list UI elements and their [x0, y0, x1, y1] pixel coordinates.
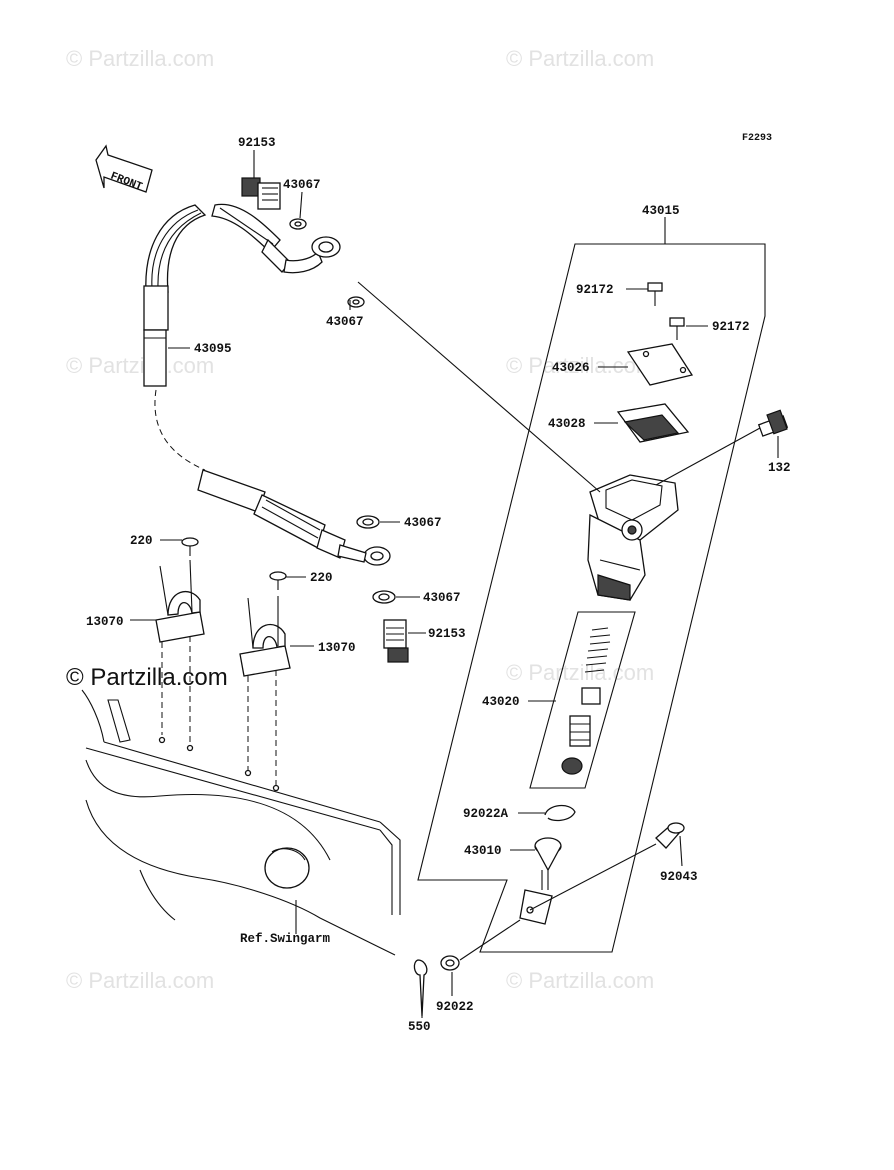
clamp-bolt-part: [269, 571, 287, 590]
watermark: © Partzilla.com: [66, 353, 215, 378]
callout-43067-d: 43067: [423, 591, 461, 605]
reference-label: Ref.Swingarm: [240, 932, 331, 946]
callout-92022: 92022: [436, 1000, 474, 1014]
callout-550: 550: [408, 1020, 431, 1034]
master-cylinder-part: [587, 474, 679, 601]
hose-clamp-part: [239, 596, 291, 677]
callout-92153-top: 92153: [238, 136, 276, 150]
snap-ring-part: [544, 804, 576, 822]
callout-43028: 43028: [548, 417, 586, 431]
watermark: © Partzilla.com: [506, 968, 655, 993]
callout-220-b: 220: [310, 571, 333, 585]
piston-kit-part: [561, 627, 611, 775]
callout-92022a: 92022A: [463, 807, 509, 821]
reservoir-cap-part: [626, 343, 694, 386]
push-rod-part: [519, 837, 562, 925]
cap-screw-part: [647, 282, 663, 306]
callout-43067-a: 43067: [283, 178, 321, 192]
banjo-bolt-part: [383, 619, 409, 663]
callout-13070-a: 13070: [86, 615, 124, 629]
watermark: © Partzilla.com: [66, 968, 215, 993]
callout-92172-b: 92172: [712, 320, 750, 334]
brake-hose-part: [143, 204, 391, 566]
callout-220-a: 220: [130, 534, 153, 548]
hose-end-fitting-part: [211, 203, 341, 274]
callout-43020: 43020: [482, 695, 520, 709]
watermark: © Partzilla.com: [506, 46, 655, 71]
callout-43095: 43095: [194, 342, 232, 356]
callout-92043: 92043: [660, 870, 698, 884]
watermark-strong: © Partzilla.com: [66, 664, 228, 691]
assembly-outline: [417, 217, 766, 953]
clevis-pin-part: [655, 822, 685, 849]
cotter-pin-part: [413, 959, 428, 1017]
callout-92153-bottom: 92153: [428, 627, 466, 641]
callout-43067-b: 43067: [326, 315, 364, 329]
mounting-bolt-part: [757, 409, 789, 437]
front-arrow-icon: FRONT: [95, 144, 153, 194]
callout-labels: 92153 43067 43067 43095 43067 43067 9215…: [86, 136, 791, 1034]
leader-lines: [130, 150, 779, 1018]
piston-kit-outline: [529, 611, 636, 789]
clamp-bolt-part: [181, 537, 199, 556]
callout-92172-a: 92172: [576, 283, 614, 297]
callout-43067-c: 43067: [404, 516, 442, 530]
banjo-bolt-part: [241, 177, 281, 210]
callout-43010: 43010: [464, 844, 502, 858]
hose-clamp-part: [155, 559, 205, 643]
watermark: © Partzilla.com: [506, 660, 655, 685]
diagram-code: F2293: [742, 133, 772, 144]
callout-43015: 43015: [642, 204, 680, 218]
diaphragm-part: [616, 403, 690, 443]
callout-43026: 43026: [552, 361, 590, 375]
callout-13070-b: 13070: [318, 641, 356, 655]
callout-132: 132: [768, 461, 791, 475]
watermark: © Partzilla.com: [66, 46, 215, 71]
swingarm-reference: [81, 689, 401, 956]
watermark: © Partzilla.com: [506, 353, 655, 378]
cap-screw-part: [669, 317, 685, 340]
